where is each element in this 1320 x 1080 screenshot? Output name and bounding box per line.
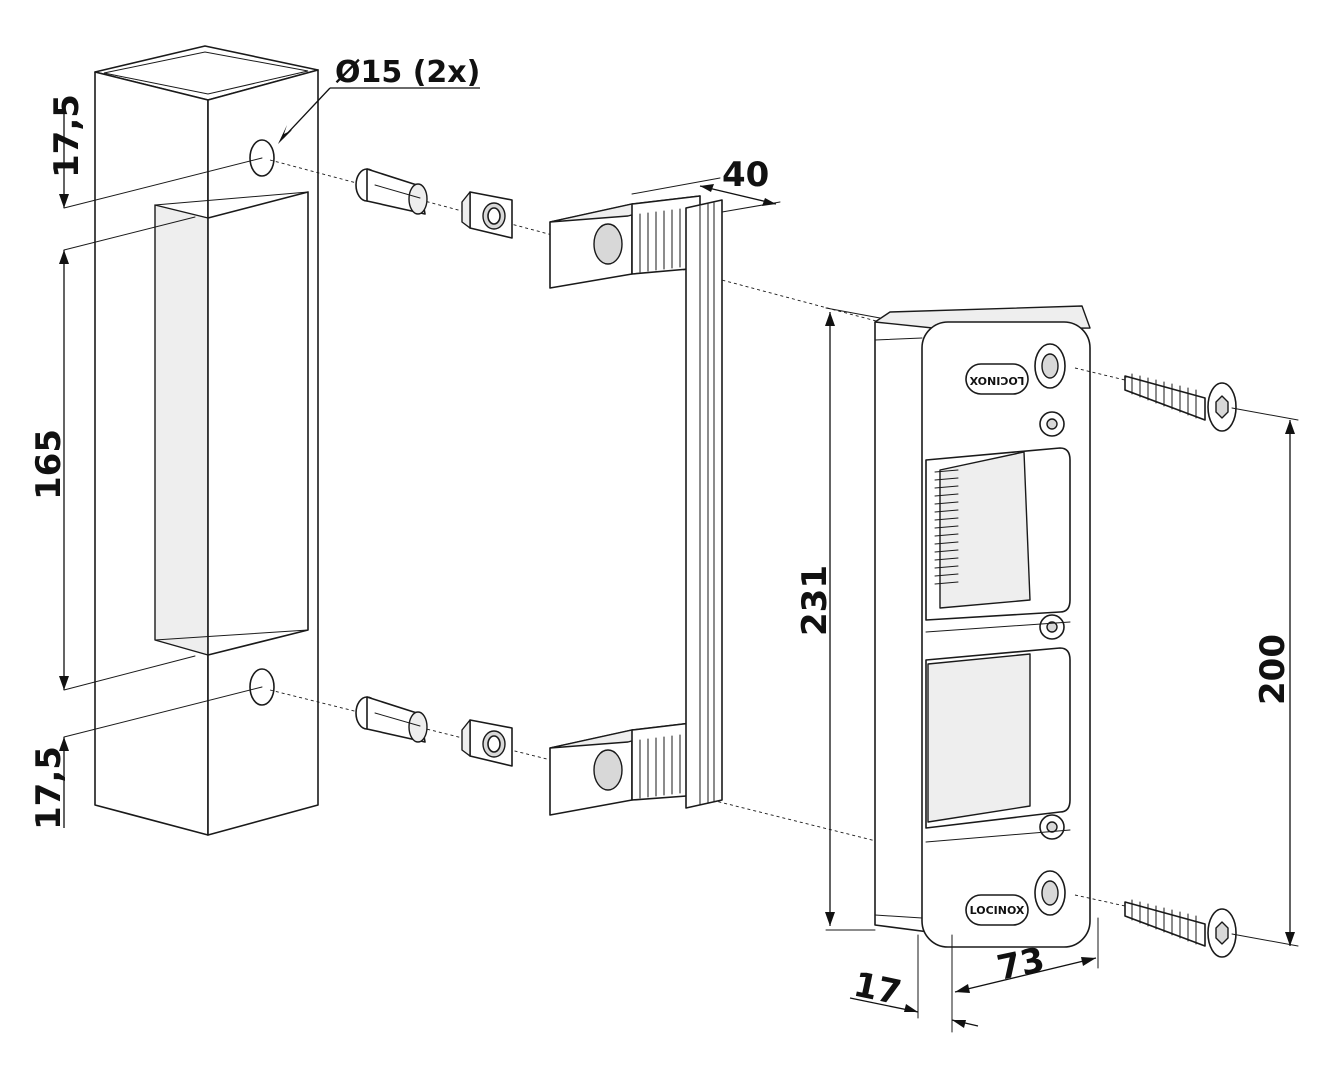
electric-strike: LOCINOX LOCINOX [874,305,1091,948]
bracket-depth-dimension: 40 [631,155,781,213]
nut-top [461,191,513,239]
dim-thickness: 17 [850,965,905,1014]
dim-screw-spacing: 200 [1253,634,1293,705]
square-post [94,45,319,836]
logo-top: LOCINOX [969,374,1024,387]
screw-top [1124,373,1237,432]
thickness-dimension: 17 [849,934,979,1028]
hole-callout: Ø15 (2x) [278,55,480,144]
screw-bottom [1124,899,1237,958]
hole-diameter-label: Ø15 (2x) [335,55,480,90]
dim-top-offset: 17,5 [47,94,87,178]
dim-bracket-depth: 40 [722,155,769,195]
mounting-bracket [549,195,723,816]
logo-bottom: LOCINOX [970,904,1025,917]
nut-bottom [461,719,513,767]
screw-spacing-dimension: 200 [1231,407,1299,947]
sleeve-bottom [355,696,428,743]
width-dimension: 73 [951,917,1099,1033]
height-dimension: 231 [795,307,881,931]
dim-width: 73 [994,940,1049,989]
left-dimensions: 17,5 165 17,5 [29,94,263,830]
sleeve-top [355,168,428,215]
dim-height: 231 [795,565,835,636]
dim-hole-spacing: 165 [29,429,69,500]
dim-bottom-offset: 17,5 [29,746,69,830]
